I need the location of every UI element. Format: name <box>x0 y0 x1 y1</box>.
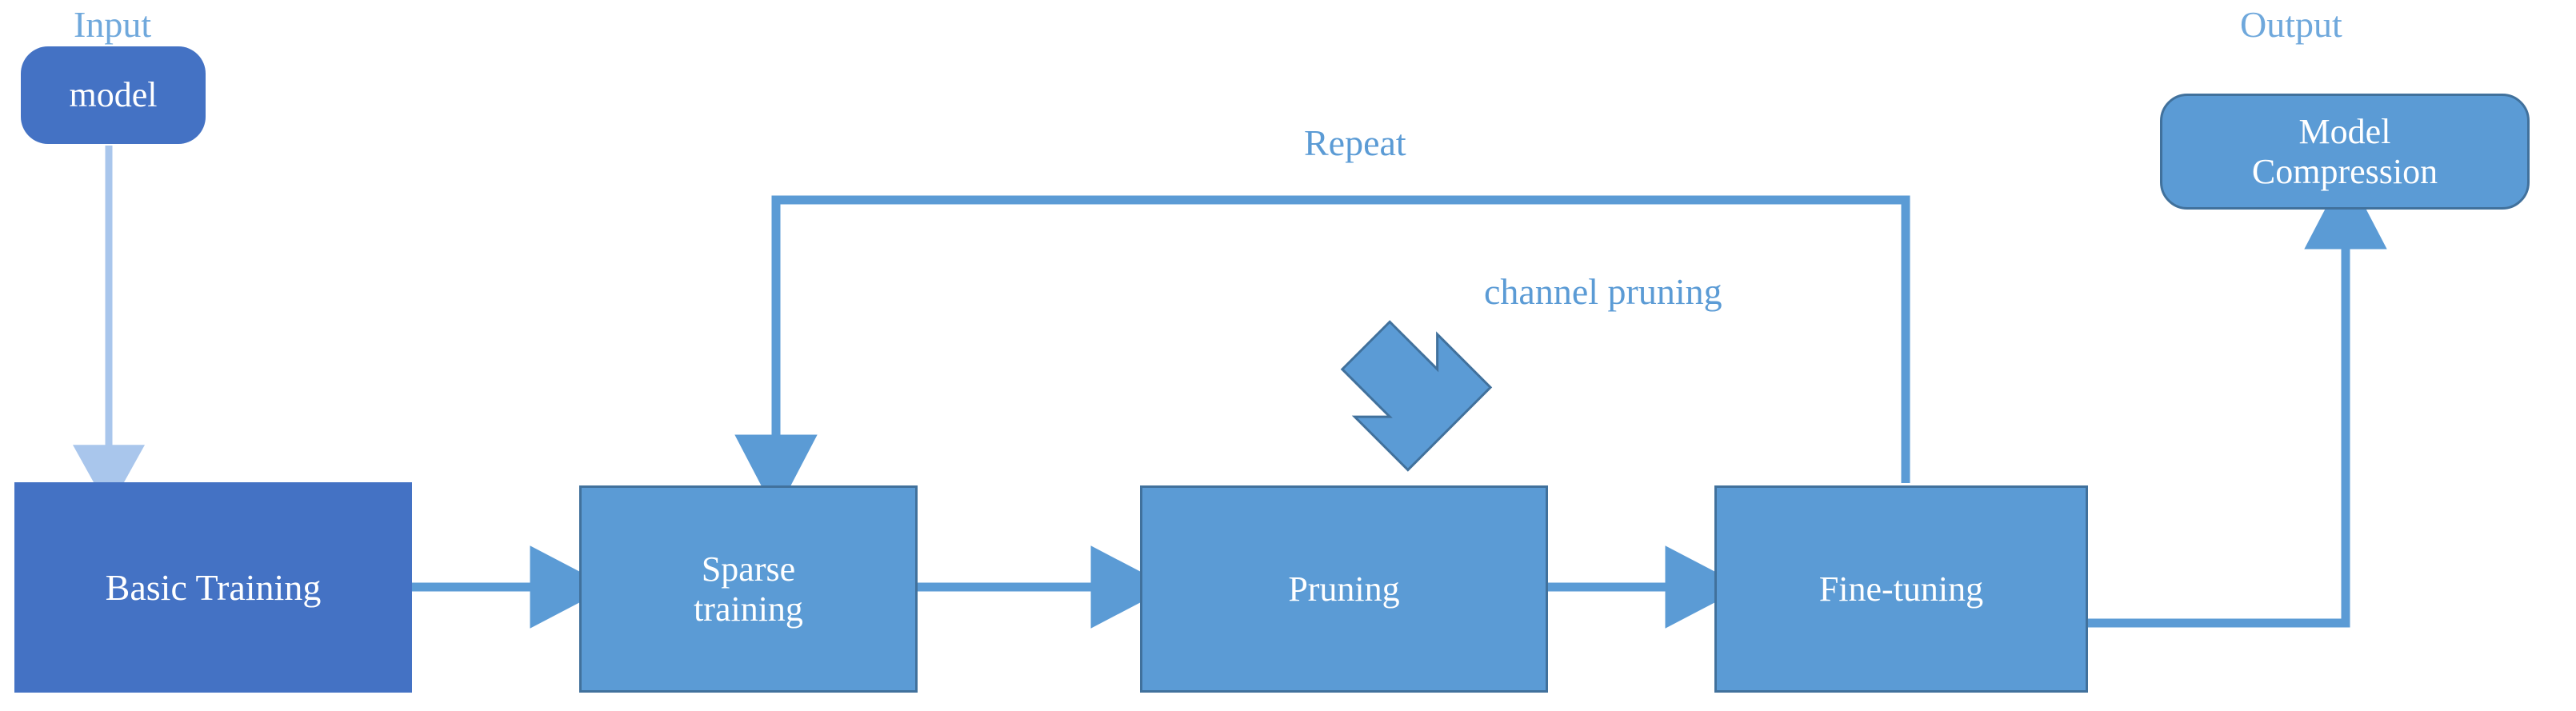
edge-repeat-loop <box>734 195 1910 514</box>
edge-fine-tuning-to-model-compression <box>2088 170 2387 628</box>
channel-pruning-block-arrow <box>1340 320 1493 472</box>
node-fine-tuning-label: Fine-tuning <box>1818 569 1984 609</box>
node-fine-tuning[interactable]: Fine-tuning <box>1714 485 2088 693</box>
node-sparse-training-label-line1: Sparse <box>701 549 796 589</box>
node-sparse-training-label: Sparse training <box>694 549 803 629</box>
node-pruning-label: Pruning <box>1288 569 1400 609</box>
channel-pruning-label: channel pruning <box>1484 271 1722 312</box>
output-caption: Output <box>2240 4 2342 45</box>
node-model[interactable]: model <box>21 46 206 144</box>
input-caption: Input <box>74 4 152 45</box>
node-model-compression-label-line1: Model <box>2298 112 2391 152</box>
node-sparse-training[interactable]: Sparse training <box>579 485 918 693</box>
node-model-label: model <box>69 75 158 115</box>
node-basic-training-label: Basic Training <box>105 566 322 608</box>
node-model-compression[interactable]: Model Compression <box>2160 94 2530 210</box>
node-pruning[interactable]: Pruning <box>1140 485 1548 693</box>
node-basic-training[interactable]: Basic Training <box>14 482 412 693</box>
node-model-compression-label-line2: Compression <box>2251 151 2438 191</box>
node-model-compression-label: Model Compression <box>2252 112 2438 191</box>
repeat-label: Repeat <box>1304 122 1406 163</box>
node-sparse-training-label-line2: training <box>694 589 803 629</box>
